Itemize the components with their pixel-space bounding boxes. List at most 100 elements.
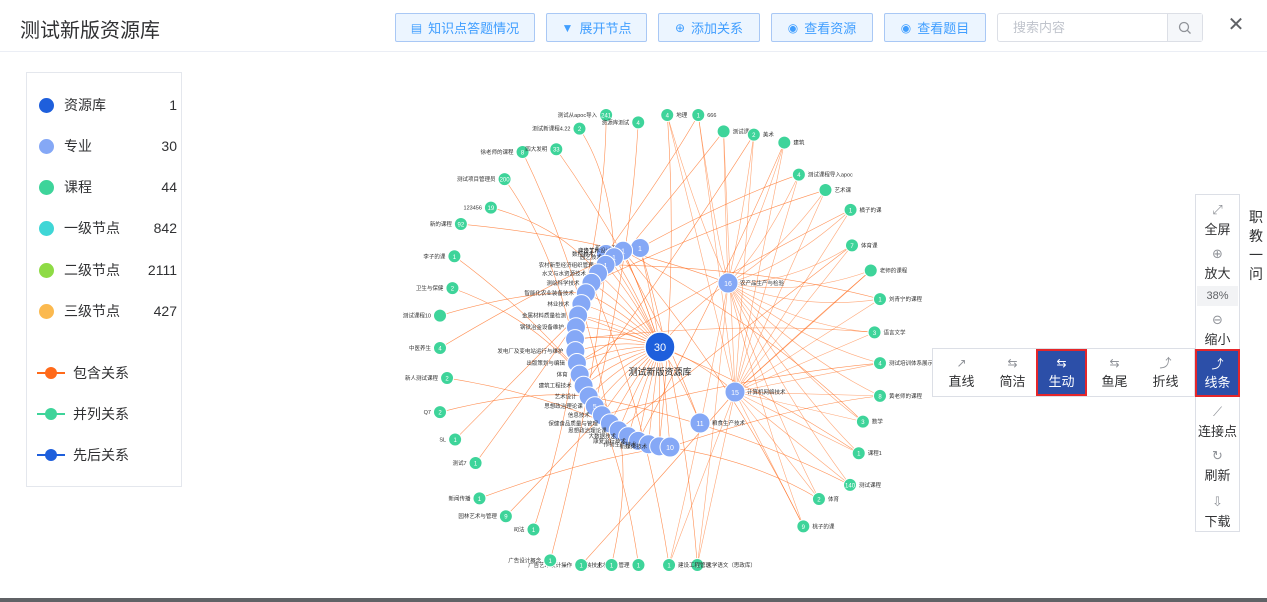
relation-edge bbox=[727, 189, 826, 284]
line-style-label: 简洁 bbox=[999, 374, 1026, 389]
course-node[interactable] bbox=[863, 263, 878, 278]
root-node[interactable] bbox=[644, 331, 676, 363]
course-node[interactable] bbox=[791, 167, 806, 182]
side-vertical-text[interactable]: 职 教 一 问 bbox=[1249, 208, 1263, 284]
course-node[interactable] bbox=[572, 121, 587, 136]
course-node[interactable] bbox=[631, 115, 646, 130]
line-style-button[interactable]: ⤴ 线条 bbox=[1195, 349, 1240, 397]
close-icon: ✕ bbox=[1227, 14, 1245, 36]
connect-points-button[interactable]: ⟋ 连接点 bbox=[1196, 403, 1239, 440]
view-resource-button[interactable]: ◉ 查看资源 bbox=[771, 13, 873, 42]
knowledge-graph[interactable]: 1大学语文（思政库）1建设工程管理1土木工程管理1服装技术1广告艺术设计操作1广… bbox=[380, 95, 940, 585]
line-style-fishtail[interactable]: ⇆ 鱼尾 bbox=[1089, 349, 1140, 396]
document-icon: ▤ bbox=[410, 20, 423, 35]
major-node[interactable] bbox=[724, 381, 746, 403]
line-style-straight[interactable]: ↗ 直线 bbox=[936, 349, 987, 396]
course-node-name: 新闻传播 bbox=[448, 494, 471, 502]
legend-item[interactable]: 一级节点 842 bbox=[37, 217, 177, 239]
course-node[interactable] bbox=[851, 446, 866, 461]
course-node-count: 1 bbox=[878, 298, 882, 304]
legend-item[interactable]: 课程 44 bbox=[37, 176, 177, 198]
download-button[interactable]: ⇩ 下载 bbox=[1196, 493, 1239, 530]
course-node[interactable] bbox=[818, 183, 833, 198]
course-node-name: 司法 bbox=[513, 526, 525, 534]
answer-stats-button[interactable]: ▤ 知识点答题情况 bbox=[395, 13, 535, 42]
legend-label: 资源库 bbox=[64, 97, 106, 113]
graph-canvas[interactable] bbox=[20, 52, 1247, 600]
course-node-count: 9 bbox=[504, 515, 508, 521]
add-relation-button[interactable]: ⊕ 添加关系 bbox=[658, 13, 760, 42]
course-node[interactable] bbox=[873, 292, 887, 307]
line-style-vivid[interactable]: ⇆ 生动 bbox=[1036, 349, 1087, 396]
relation-edge bbox=[727, 245, 853, 284]
course-node[interactable] bbox=[433, 308, 447, 323]
course-node[interactable] bbox=[433, 405, 447, 420]
course-node[interactable] bbox=[447, 249, 462, 264]
course-node[interactable] bbox=[662, 558, 677, 572]
fullscreen-button[interactable]: ⤢ 全屏 bbox=[1196, 201, 1239, 238]
course-node[interactable] bbox=[526, 522, 541, 537]
course-node[interactable] bbox=[468, 456, 483, 471]
legend-item[interactable]: 三级节点 427 bbox=[37, 300, 177, 322]
relation-edge bbox=[697, 391, 736, 566]
major-node[interactable] bbox=[659, 436, 681, 458]
course-node[interactable] bbox=[690, 558, 705, 572]
course-node[interactable] bbox=[604, 558, 619, 572]
legend-dot bbox=[39, 220, 54, 236]
course-node[interactable] bbox=[433, 340, 447, 355]
course-node[interactable] bbox=[599, 108, 614, 122]
course-node-count: 8 bbox=[521, 151, 525, 157]
relation-edge bbox=[591, 282, 670, 566]
major-node[interactable] bbox=[689, 412, 711, 434]
course-node[interactable] bbox=[483, 200, 498, 215]
course-node[interactable] bbox=[448, 432, 463, 447]
course-node[interactable] bbox=[873, 388, 887, 403]
course-node[interactable] bbox=[660, 108, 675, 122]
legend-item[interactable]: 专业 30 bbox=[37, 135, 177, 157]
course-node[interactable] bbox=[746, 127, 761, 142]
course-node[interactable] bbox=[453, 217, 468, 232]
major-node-name: 思想政治理论课 bbox=[568, 426, 607, 434]
course-node[interactable] bbox=[472, 491, 487, 506]
legend-item[interactable]: 二级节点 2111 bbox=[37, 259, 177, 281]
course-node[interactable] bbox=[777, 135, 792, 150]
legend-item[interactable]: 资源库 1 bbox=[37, 94, 177, 116]
course-node[interactable] bbox=[574, 558, 589, 572]
search-button[interactable] bbox=[1167, 14, 1202, 41]
zoom-in-button[interactable]: ⊕ 放大 bbox=[1196, 245, 1239, 282]
close-button[interactable]: ✕ bbox=[1226, 13, 1246, 37]
course-node[interactable] bbox=[855, 414, 870, 429]
legend-relation-item[interactable]: 先后关系 bbox=[37, 444, 177, 466]
refresh-button[interactable]: ↻ 刷新 bbox=[1196, 447, 1239, 484]
major-node[interactable] bbox=[717, 272, 739, 294]
relation-edge bbox=[734, 391, 881, 397]
course-node[interactable] bbox=[440, 371, 455, 386]
course-node-count: 1 bbox=[696, 564, 700, 570]
course-node[interactable] bbox=[716, 124, 731, 139]
course-node[interactable] bbox=[549, 142, 564, 157]
course-node[interactable] bbox=[691, 108, 706, 122]
course-node[interactable] bbox=[843, 202, 858, 217]
view-resource-label: 查看资源 bbox=[804, 21, 857, 36]
course-node[interactable] bbox=[498, 509, 513, 524]
course-node[interactable] bbox=[631, 558, 646, 572]
zoom-out-button[interactable]: ⊖ 缩小 bbox=[1196, 311, 1239, 348]
course-node[interactable] bbox=[811, 492, 826, 507]
course-node[interactable] bbox=[445, 281, 460, 296]
line-style-simple[interactable]: ⇆ 简洁 bbox=[987, 349, 1038, 396]
view-question-button[interactable]: ◉ 查看题目 bbox=[884, 13, 986, 42]
course-node[interactable] bbox=[867, 325, 882, 340]
relation-edge bbox=[522, 151, 611, 424]
course-node[interactable] bbox=[796, 519, 811, 534]
course-node[interactable] bbox=[843, 477, 858, 492]
search-input[interactable] bbox=[998, 14, 1168, 41]
line-style-polyline[interactable]: ⤴ 折线 bbox=[1140, 349, 1191, 396]
course-node[interactable] bbox=[845, 238, 860, 253]
legend-relation-item[interactable]: 包含关系 bbox=[37, 362, 177, 384]
expand-node-button[interactable]: ▼ 展开节点 bbox=[546, 13, 647, 42]
course-node[interactable] bbox=[543, 553, 558, 568]
legend-relation-item[interactable]: 并列关系 bbox=[37, 403, 177, 425]
course-node[interactable] bbox=[873, 356, 887, 371]
course-node[interactable] bbox=[497, 172, 512, 187]
course-node[interactable] bbox=[515, 145, 530, 160]
